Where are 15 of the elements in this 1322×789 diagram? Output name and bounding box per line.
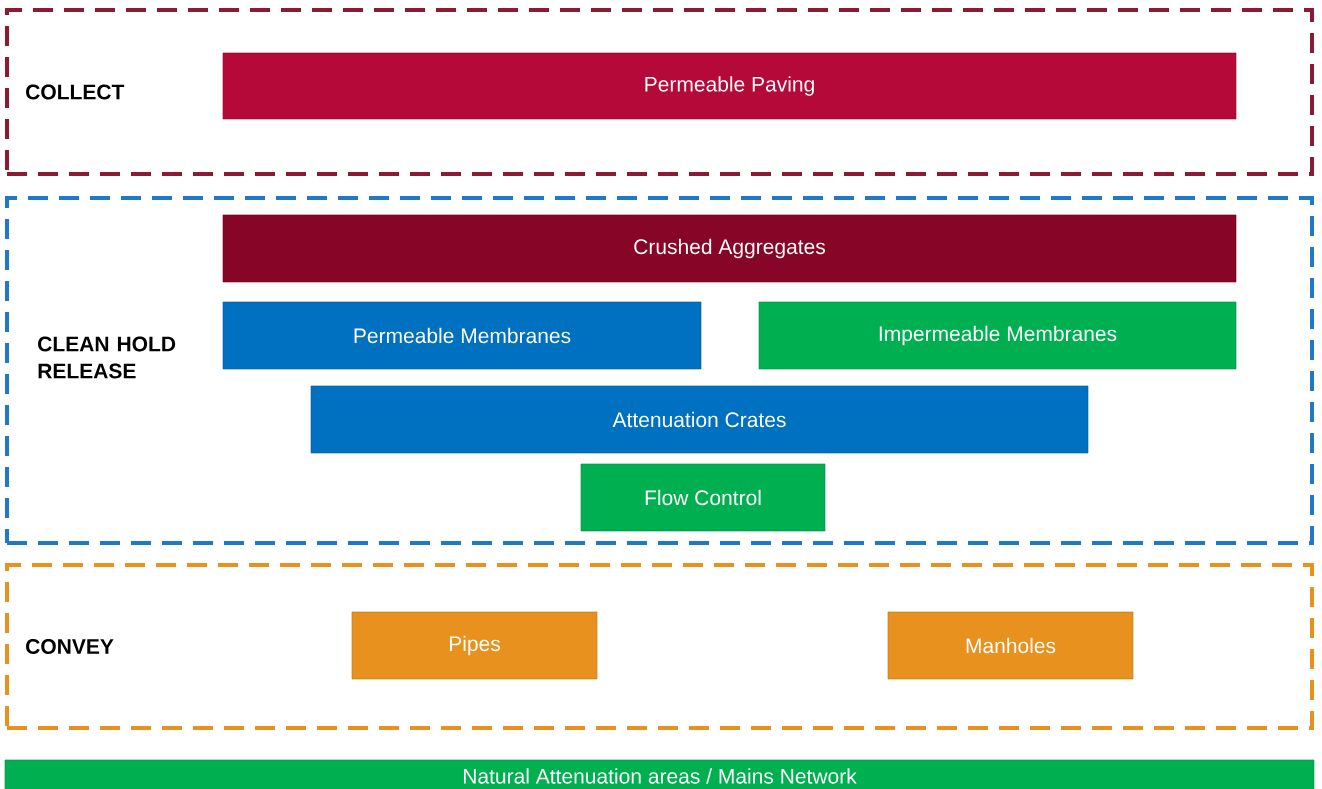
- layer-bar: Permeable Paving: [222, 52, 1237, 120]
- group-frame: [5, 8, 1314, 176]
- group-frame: [5, 563, 1314, 730]
- layer-bar: Manholes: [887, 611, 1134, 680]
- layer-bar: Pipes: [351, 611, 598, 680]
- layer-bar: Impermeable Membranes: [758, 301, 1237, 370]
- layer-bar: Flow Control: [580, 463, 826, 532]
- layer-bar: Natural Attenuation areas / Mains Network: [4, 759, 1315, 789]
- group-heading: COLLECT: [26, 84, 125, 100]
- group-heading: CLEAN HOLD RELEASE: [38, 336, 176, 379]
- layer-bar: Attenuation Crates: [310, 385, 1089, 454]
- group-heading: CONVEY: [26, 639, 114, 654]
- layer-bar: Crushed Aggregates: [222, 214, 1237, 283]
- group-frame: [5, 196, 1314, 545]
- layer-bar: Permeable Membranes: [222, 301, 702, 370]
